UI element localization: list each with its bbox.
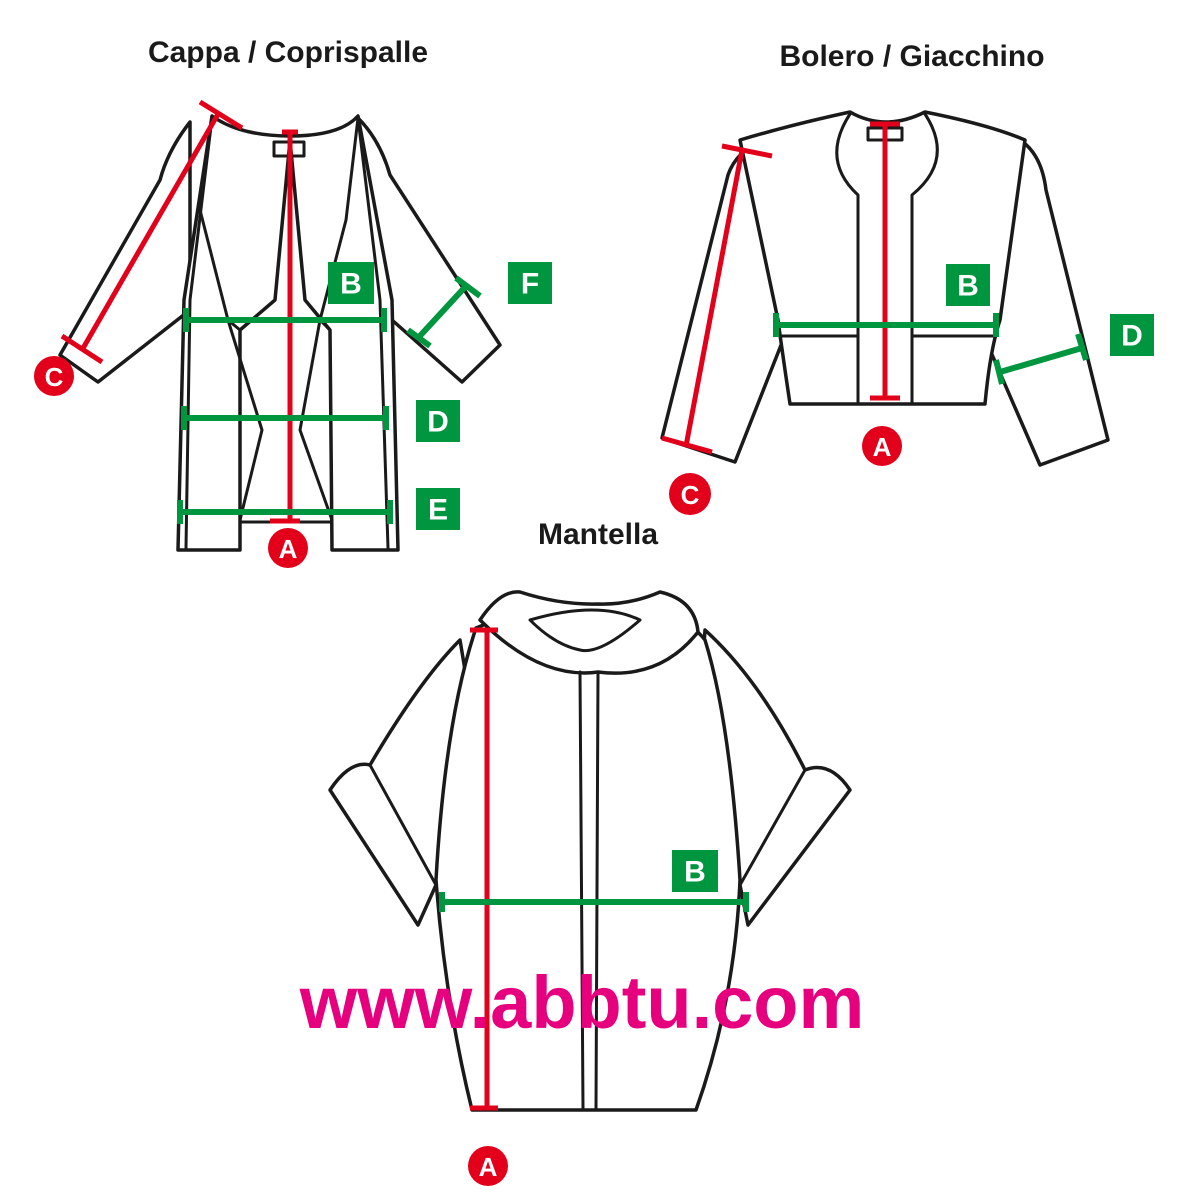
- cappa-badge-c: C: [34, 356, 74, 396]
- cappa-badge-f: F: [508, 262, 552, 304]
- cappa-measure-f: [406, 275, 482, 349]
- cappa-c-cap-top: [198, 99, 244, 131]
- bolero-measure-c: [661, 143, 773, 455]
- bolero-right-front: [910, 112, 939, 406]
- cappa-badge-a: A: [268, 528, 308, 568]
- mantella-title: Mantella: [538, 518, 658, 551]
- bolero-c-cap-top: [721, 143, 773, 159]
- bolero-badge-b-text: B: [957, 270, 979, 303]
- bolero-badge-d-text: D: [1121, 320, 1143, 353]
- cappa-measure-b: [183, 308, 387, 332]
- mantella-badge-a: A: [468, 1146, 508, 1186]
- bolero-d-line: [999, 345, 1083, 375]
- mantella-hood: [478, 590, 700, 675]
- cappa-measure-e: [177, 500, 393, 524]
- cappa-badge-e-text: E: [428, 494, 448, 527]
- bolero-title: Bolero / Giacchino: [779, 40, 1044, 73]
- cappa-left-sleeve: [58, 120, 192, 384]
- mantella-front-left: [578, 670, 585, 1110]
- cappa-badge-a-text: A: [279, 534, 298, 564]
- cappa-measure-d: [181, 406, 389, 430]
- bolero-measure-b: [773, 313, 999, 337]
- mantella-front-right: [594, 670, 600, 1110]
- mantella-badge-b: B: [672, 850, 718, 892]
- cappa-measure-a: [270, 129, 300, 524]
- cappa-f-cap-bottom: [406, 327, 432, 349]
- cappa-inner-right: [298, 318, 334, 522]
- bolero-d-cap-left: [993, 359, 1005, 385]
- cappa-f-cap-top: [454, 275, 482, 299]
- cappa-badge-b-text: B: [340, 268, 362, 301]
- bolero-d-cap-right: [1075, 333, 1089, 361]
- cappa-right-front-edge: [356, 116, 390, 550]
- mantella-cuff-right: [738, 768, 807, 887]
- bolero-measure-a: [870, 121, 900, 401]
- bolero-badge-a-text: A: [873, 432, 892, 462]
- cappa-badge-f-text: F: [521, 268, 539, 301]
- cappa-badge-e: E: [416, 488, 460, 530]
- bolero-left-front: [835, 112, 860, 406]
- mantella-measure-b: [439, 892, 749, 912]
- mantella-badge-a-text: A: [479, 1152, 498, 1182]
- cappa-c-line: [79, 112, 221, 352]
- cappa-badge-b: B: [328, 262, 374, 304]
- cappa-title: Cappa / Coprispalle: [148, 36, 428, 69]
- bolero-badge-a: A: [862, 426, 902, 466]
- mantella-garment: Mantella B: [328, 518, 852, 1186]
- bolero-measure-d: [993, 333, 1089, 385]
- bolero-c-line: [683, 149, 745, 447]
- mantella-badge-b-text: B: [684, 856, 706, 889]
- bolero-c-cap-bottom: [661, 435, 713, 455]
- mantella-measure-a: [470, 627, 498, 1111]
- cappa-c-cap-bottom: [60, 333, 104, 365]
- bolero-badge-b: B: [946, 264, 990, 306]
- bolero-garment: Bolero / Giacchino: [660, 40, 1154, 515]
- cappa-f-line: [415, 283, 469, 341]
- mantella-cuff-left: [368, 763, 438, 887]
- cappa-badge-d: D: [416, 400, 460, 442]
- cappa-badge-d-text: D: [427, 406, 449, 439]
- bolero-badge-c-text: C: [681, 480, 700, 510]
- bolero-badge-d: D: [1110, 314, 1154, 356]
- cappa-badge-c-text: C: [45, 362, 64, 392]
- bolero-badge-c: C: [669, 473, 711, 515]
- watermark-url: www.abbtu.com: [299, 961, 865, 1044]
- cappa-measure-c: [60, 99, 244, 365]
- cappa-garment: Cappa / Coprispalle: [34, 36, 552, 568]
- mantella-hood-opening: [528, 608, 642, 653]
- cappa-left-front-edge: [184, 116, 214, 550]
- cappa-inner-left: [226, 318, 264, 522]
